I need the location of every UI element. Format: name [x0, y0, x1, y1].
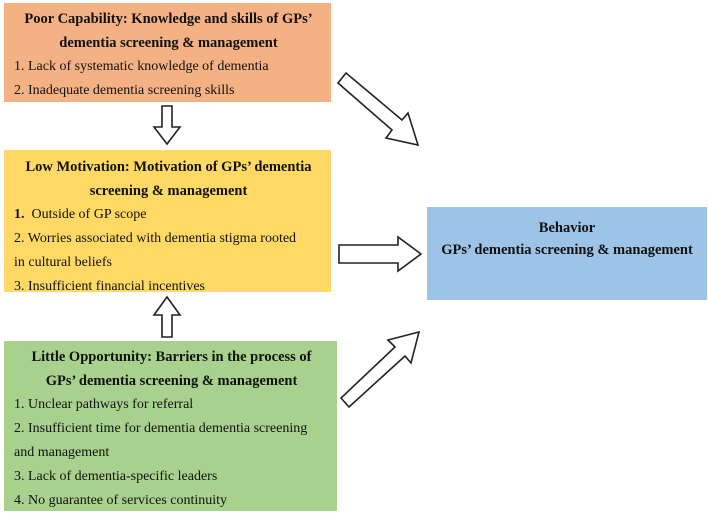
capability-item-1: 1. Lack of systematic knowledge of demen… — [14, 59, 269, 74]
motivation-item-1: 1. Outside of GP scope — [14, 203, 323, 227]
motivation-box: Low Motivation: Motivation of GPs’ demen… — [4, 150, 331, 294]
motivation-title-line1: Low Motivation: Motivation of GPs’ demen… — [25, 159, 312, 175]
opportunity-title-line2: GPs’ dementia screening & management — [45, 373, 298, 389]
opportunity-item-4: 4. No guarantee of services continuity — [14, 493, 228, 508]
capability-title-line2: dementia screening & management — [59, 35, 278, 51]
motivation-item-3: 3. Insufficient financial incentives — [14, 279, 206, 294]
motivation-item-1-text: Outside of GP scope — [24, 207, 147, 222]
arrow-opportunity-to-behavior — [339, 330, 421, 409]
capability-box: Poor Capability: Knowledge and skills of… — [4, 3, 331, 102]
opportunity-item-2: 2. Insufficient time for dementia dement… — [14, 421, 308, 436]
arrow-capability-to-motivation — [152, 105, 182, 146]
motivation-item-1-number: 1. — [14, 207, 25, 222]
arrow-opportunity-to-motivation — [152, 295, 182, 338]
motivation-item-2: 2. Worries associated with dementia stig… — [14, 231, 297, 246]
arrow-motivation-to-behavior — [338, 235, 423, 273]
behavior-box: Behavior GPs’ dementia screening & manag… — [427, 207, 707, 300]
arrow-capability-to-behavior — [336, 71, 420, 147]
opportunity-item-2-cont: and management — [14, 445, 110, 460]
capability-item-2: 2. Inadequate dementia screening skills — [14, 83, 235, 98]
opportunity-item-3: 3. Lack of dementia-specific leaders — [14, 469, 218, 484]
motivation-item-2-cont: in cultural beliefs — [14, 255, 112, 270]
opportunity-title-line1: Little Opportunity: Barriers in the proc… — [31, 349, 312, 365]
opportunity-item-1: 1. Unclear pathways for referral — [14, 397, 194, 412]
behavior-subtitle: GPs’ dementia screening & management — [441, 242, 693, 258]
opportunity-box: Little Opportunity: Barriers in the proc… — [4, 341, 337, 511]
behavior-title: Behavior — [538, 220, 596, 236]
motivation-title-line2: screening & management — [89, 183, 248, 199]
capability-title-line1: Poor Capability: Knowledge and skills of… — [24, 11, 313, 27]
